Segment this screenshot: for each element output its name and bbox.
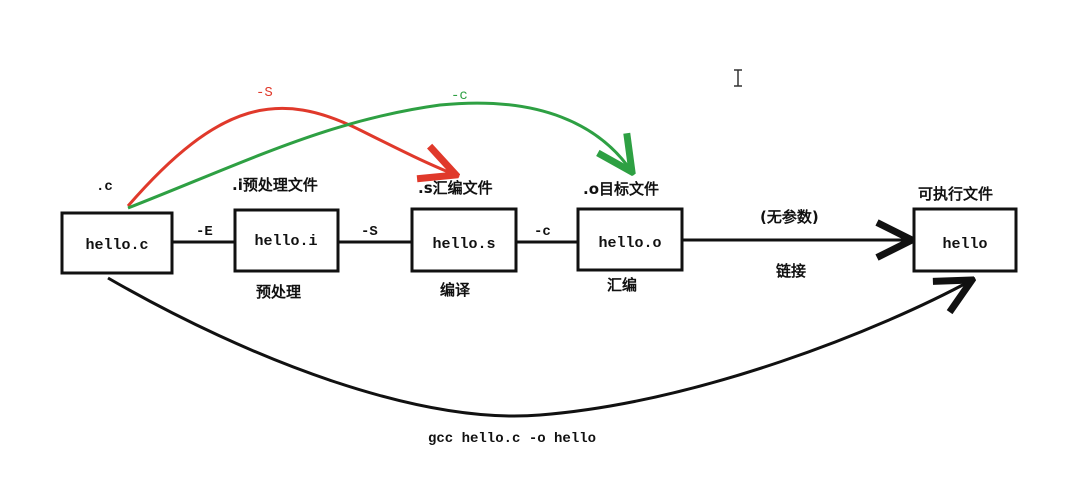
stage-label-compile: 编译 — [440, 281, 471, 299]
type-label-exe: 可执行文件 — [918, 185, 993, 203]
type-label-obj: .o目标文件 — [583, 180, 659, 198]
node-box-asm — [410, 207, 518, 273]
node-box-src — [60, 211, 174, 275]
stage-label-assemble: 汇编 — [607, 276, 637, 294]
node-label-asm: hello.s — [432, 236, 495, 253]
stage-label-link: 链接 — [776, 262, 806, 280]
edge-flag-src-pre: -E — [196, 224, 213, 240]
edge-flag-asm-obj: -c — [534, 224, 551, 240]
edge-flag-obj-exe: (无参数) — [760, 208, 819, 226]
node-box-exe — [912, 207, 1018, 273]
stage-label-preprocess: 预处理 — [256, 283, 301, 301]
type-label-asm: .s汇编文件 — [418, 179, 493, 197]
type-label-src: .c — [96, 179, 113, 195]
type-label-pre: .i预处理文件 — [232, 176, 318, 194]
shortcut-arrow-red — [126, 106, 456, 207]
edge-flag-pre-asm: -S — [361, 224, 378, 240]
shortcut-flag-red: -S — [256, 85, 273, 101]
shortcut-arrow-green — [127, 101, 632, 210]
node-label-src: hello.c — [85, 237, 148, 254]
shortcut-arrow-black — [107, 278, 972, 418]
node-label-exe: hello — [942, 236, 987, 253]
text-cursor-icon — [734, 69, 742, 87]
node-box-pre — [233, 208, 340, 273]
node-box-obj — [576, 207, 684, 272]
shortcut-flag-green: -c — [451, 88, 468, 104]
node-label-obj: hello.o — [598, 235, 661, 252]
bottom-command: gcc hello.c -o hello — [428, 431, 596, 447]
node-label-pre: hello.i — [254, 233, 317, 250]
